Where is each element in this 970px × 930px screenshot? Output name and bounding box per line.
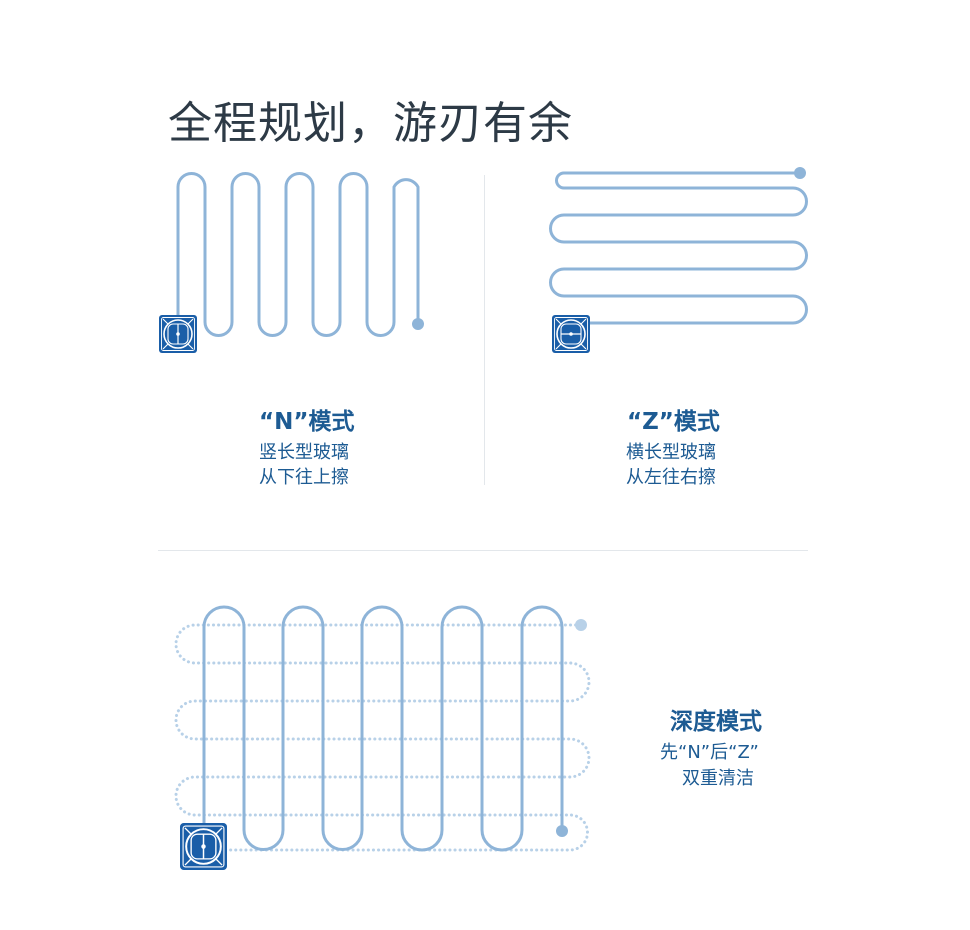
window-cleaning-robot-icon [551,314,591,354]
n-mode-desc-line2: 从下往上擦 [259,467,349,488]
window-cleaning-robot-icon [158,314,198,354]
window-cleaning-robot-icon [179,822,228,871]
deep-mode-desc-line2: 双重清洁 [682,768,754,789]
deep-mode-desc-line1: 先“N”后“Z” [660,742,759,763]
n-mode-name: “N”模式 [259,409,355,435]
z-mode-end-dot [794,167,806,179]
z-mode-name: “Z”模式 [627,409,720,435]
deep-mode-z-end-dot [575,619,587,631]
deep-mode-name: 深度模式 [670,709,762,735]
deep-mode-z-path [174,623,591,852]
n-mode-desc-line1: 竖长型玻璃 [259,442,349,463]
page-title: 全程规划，游刃有余 [168,98,573,150]
n-mode-end-dot [412,318,424,330]
z-mode-desc-line2: 从左往右擦 [626,467,716,488]
deep-mode-n-end-dot [556,825,568,837]
z-mode-path [549,171,808,325]
z-mode-desc-line1: 横长型玻璃 [626,442,716,463]
n-mode-path [176,172,420,337]
deep-mode-n-path [202,605,564,852]
